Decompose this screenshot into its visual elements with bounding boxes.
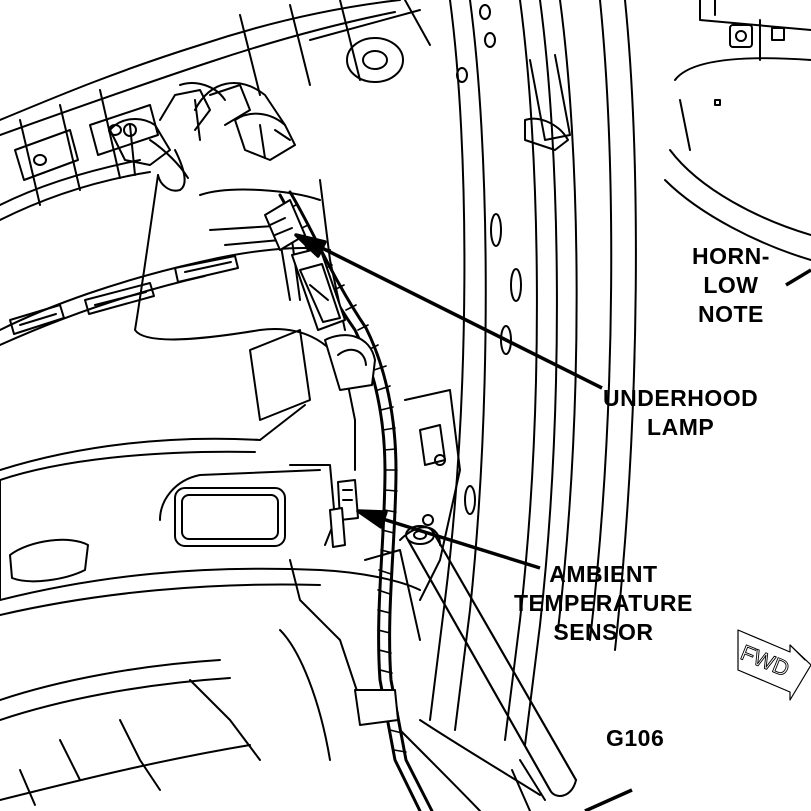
wiring-harness: [264, 190, 541, 811]
underhood-lamp-line-2: LAMP: [647, 414, 715, 440]
underhood-lamp-label: UNDERHOOD LAMP: [603, 384, 758, 442]
forward-arrow-icon: FWD: [737, 629, 811, 701]
hood-underside: [0, 0, 496, 221]
hood-latch-assembly: [109, 82, 296, 192]
horn-low-note-line-2: LOW: [703, 272, 759, 298]
leader-ambient-temperature-sensor-arrowhead: [356, 509, 388, 529]
leader-lines: [294, 233, 811, 811]
ambient-temperature-sensor-line-3: SENSOR: [553, 619, 654, 645]
fender-structure: [319, 0, 637, 746]
hood-prop-rod: [405, 514, 578, 811]
ambient-temperature-sensor-label: AMBIENT TEMPERATURE SENSOR: [514, 560, 693, 647]
underhood-lamp-line-1: UNDERHOOD: [603, 385, 759, 411]
leader-underhood-lamp-arrowhead: [294, 233, 327, 258]
horn-low-note-line-3: NOTE: [698, 301, 764, 327]
hood-inner-panel: [0, 188, 331, 601]
leader-g106: [584, 788, 633, 811]
leader-underhood-lamp: [305, 238, 603, 390]
horn-low-note-line-1: HORN-: [692, 243, 770, 269]
leader-horn-low-note: [785, 268, 811, 287]
lower-hood-panel: [0, 464, 421, 806]
latch-wire: [134, 82, 356, 471]
ambient-temperature-sensor-line-2: TEMPERATURE: [514, 590, 693, 616]
horn-low-note-label: HORN- LOW NOTE: [692, 242, 770, 329]
ambient-temperature-sensor-line-1: AMBIENT: [549, 561, 658, 587]
fender-liner: [664, 0, 811, 261]
leader-ambient-temperature-sensor: [369, 513, 541, 570]
g106-label: G106: [606, 725, 665, 751]
